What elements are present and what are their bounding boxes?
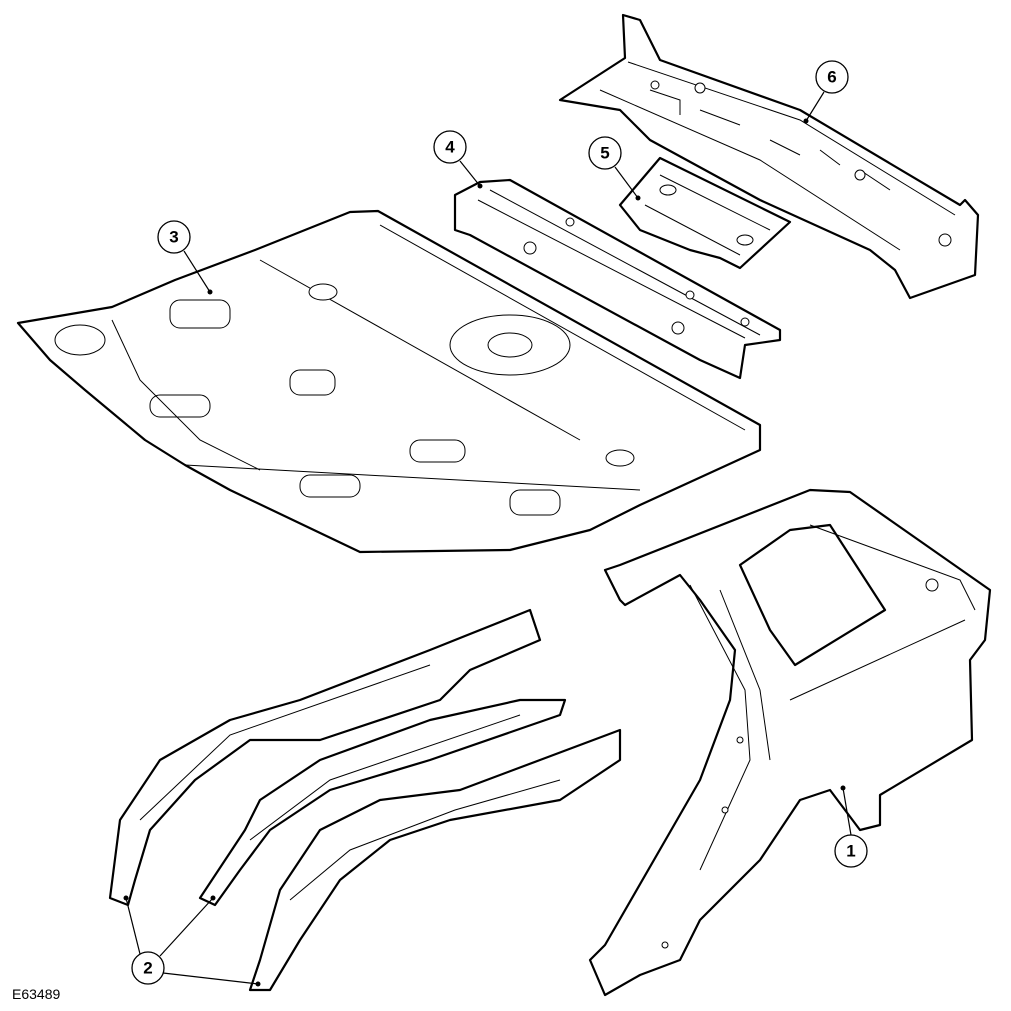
part-1-quarter-panel <box>588 488 992 997</box>
part-6-rear-end-panel <box>558 13 980 300</box>
part-5-reinforcement <box>618 156 792 270</box>
callout-6: 6 <box>803 60 849 124</box>
part-3-floor-pan <box>16 209 762 554</box>
callout-6-label: 6 <box>827 68 836 87</box>
part-4-crossmember <box>453 178 782 380</box>
callout-1: 1 <box>834 785 868 868</box>
callout-1-label: 1 <box>846 842 855 861</box>
callout-2: 2 <box>123 895 261 987</box>
callout-4-label: 4 <box>445 138 455 157</box>
callout-3: 3 <box>157 220 213 295</box>
callout-5-label: 5 <box>600 144 609 163</box>
callout-4: 4 <box>433 130 483 189</box>
callout-3-label: 3 <box>169 228 178 247</box>
callout-2-label: 2 <box>143 959 152 978</box>
part-2-wheelhouse-rails <box>108 608 622 992</box>
callout-5: 5 <box>588 136 641 201</box>
figure-id-label: E63489 <box>12 986 61 1002</box>
